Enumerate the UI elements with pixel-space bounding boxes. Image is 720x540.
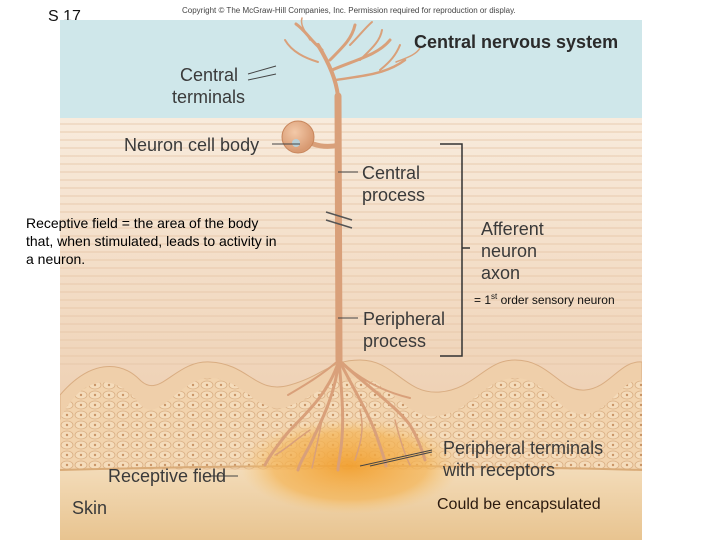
order-suffix: order sensory neuron: [497, 293, 615, 307]
label-line: Central: [362, 163, 421, 183]
central-terminals: [284, 17, 421, 82]
neuron-cell-body: [281, 120, 315, 154]
order-superscript: st: [491, 292, 498, 301]
first-order-neuron-note: = 1st order sensory neuron: [474, 292, 615, 307]
skin-label: Skin: [72, 498, 108, 518]
receptive-field-definition: Receptive field = the area of the body t…: [26, 215, 277, 267]
receptive-field-label: Receptive field: [108, 466, 227, 486]
label-line: Peripheral terminals: [443, 438, 604, 458]
axon-break-bottom: [325, 219, 353, 229]
label-line: axon: [481, 263, 521, 283]
label-line: Afferent: [481, 219, 544, 239]
region-title: Central nervous system: [414, 32, 619, 52]
label-line: with receptors: [443, 460, 556, 480]
label-line: process: [362, 185, 426, 205]
peripheral-terminals: [263, 358, 427, 472]
label-line: process: [363, 331, 427, 351]
leader-lines: [210, 65, 433, 477]
peripheral-process-label: Peripheral process: [363, 308, 445, 352]
label-line: Peripheral: [363, 309, 446, 329]
label-line: neuron: [481, 241, 538, 261]
afferent-axon-bracket: [440, 143, 470, 357]
neuron-diagram: [60, 17, 642, 540]
receptive-field-area: [240, 418, 460, 514]
label-line: Central: [180, 65, 239, 85]
copyright-notice: Copyright © The McGraw-Hill Companies, I…: [182, 6, 516, 15]
peripheral-terminals-label: Peripheral terminals with receptors: [443, 437, 603, 481]
central-terminals-label: Central terminals: [172, 64, 245, 108]
neuron-cell-body-label: Neuron cell body: [124, 135, 260, 155]
afferent-neuron-axon-label: Afferent neuron axon: [481, 218, 544, 284]
encapsulated-note: Could be encapsulated: [437, 496, 601, 513]
central-process-label: Central process: [362, 162, 425, 206]
order-prefix: = 1: [474, 293, 492, 307]
axon-break-top: [325, 211, 353, 221]
label-line: terminals: [172, 87, 246, 107]
